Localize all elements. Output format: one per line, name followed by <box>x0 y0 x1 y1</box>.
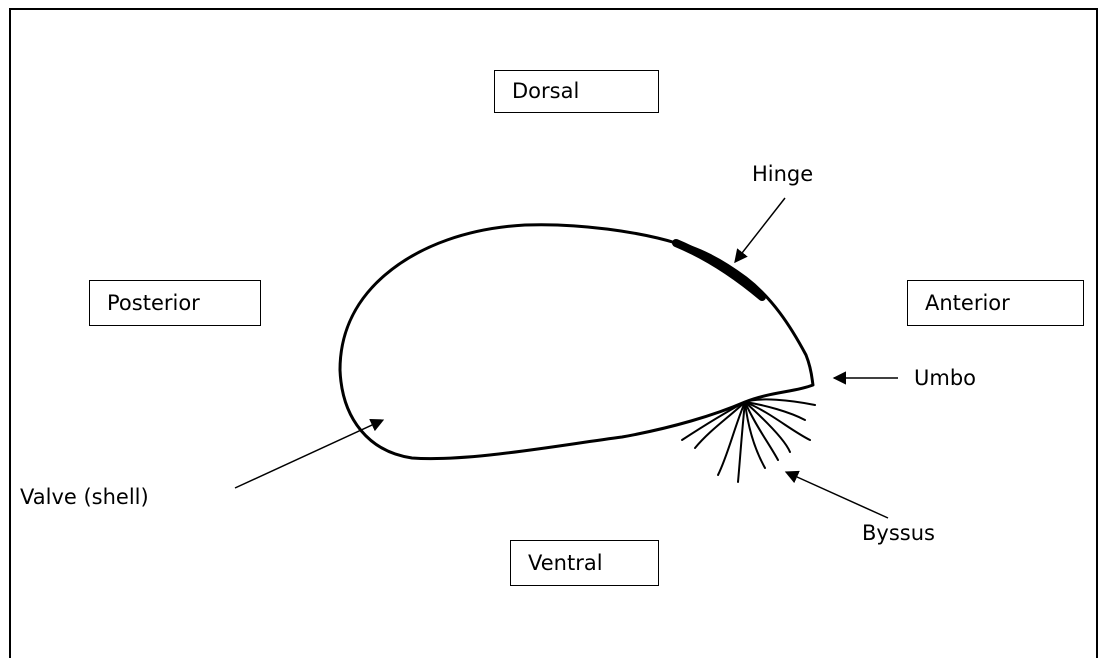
byssus-arrow <box>786 472 888 518</box>
hinge-arrow <box>735 198 785 262</box>
valve-label: Valve (shell) <box>20 487 149 508</box>
dorsal-label: Dorsal <box>512 81 579 102</box>
posterior-label-box: Posterior <box>89 280 261 326</box>
anterior-label: Anterior <box>925 293 1010 314</box>
byssus-threads <box>682 399 815 482</box>
ventral-label-box: Ventral <box>510 540 659 586</box>
valve-arrow <box>235 420 383 488</box>
hinge-label: Hinge <box>752 164 813 185</box>
umbo-label: Umbo <box>914 368 976 389</box>
anterior-label-box: Anterior <box>907 280 1084 326</box>
byssus-label: Byssus <box>862 523 935 544</box>
posterior-label: Posterior <box>107 293 200 314</box>
ventral-label: Ventral <box>528 553 603 574</box>
hinge-band <box>676 243 762 297</box>
dorsal-label-box: Dorsal <box>494 70 659 113</box>
